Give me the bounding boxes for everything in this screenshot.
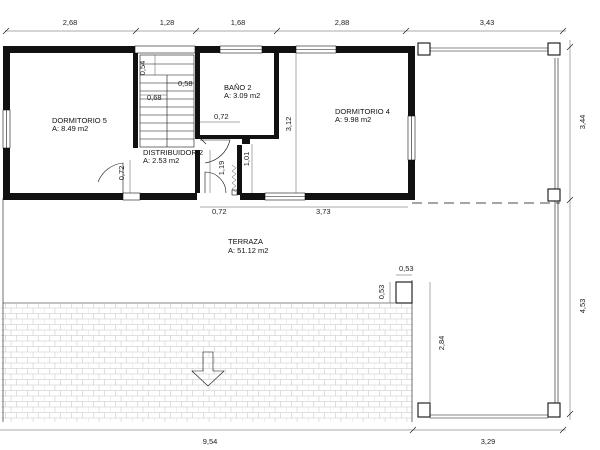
- dim-chimney-053-v: 0,53: [377, 285, 386, 300]
- dim-top-3: 1,68: [231, 18, 246, 27]
- room-distribuidor2-area: A: 2.53 m2: [143, 156, 179, 165]
- room-bano2-area: A: 3.09 m2: [224, 91, 260, 100]
- dim-stair-058: 0,58: [178, 79, 193, 88]
- dim-dist-119: 1,19: [217, 161, 226, 176]
- dim-bath-312: 3,12: [284, 117, 293, 132]
- room-dormitorio5-area: A: 8.49 m2: [52, 124, 88, 133]
- room-dormitorio5-name: DORMITORIO 5: [52, 116, 107, 125]
- terrace-columns: [417, 42, 561, 418]
- dim-bath-072: 0,72: [214, 112, 229, 121]
- dim-right-1: 3,44: [578, 115, 587, 130]
- dim-top-2: 1,28: [160, 18, 175, 27]
- room-terraza-area: A: 51.12 m2: [228, 246, 268, 255]
- dim-right-2: 4,53: [578, 299, 587, 314]
- doors: [97, 138, 238, 196]
- dim-top-5: 3,43: [480, 18, 495, 27]
- dim-stair-068: 0,68: [147, 93, 162, 102]
- chimney-shaft: [395, 281, 413, 304]
- room-dormitorio4-area: A: 9.98 m2: [335, 115, 371, 124]
- dim-bottom-2: 3,29: [481, 437, 496, 446]
- paved-area: [1, 304, 412, 422]
- room-bano2-name: BAÑO 2: [224, 83, 252, 92]
- terrace-outline: [2, 47, 560, 422]
- dim-stair-054: 0,54: [138, 61, 147, 76]
- interior-dimension-labels: 0,54 0,58 0,68 0,72 3,12 0,72 1,19 1,01 …: [117, 61, 446, 351]
- bottom-dimension-line: 9,54 3,29: [0, 426, 567, 446]
- top-dimension-line: 2,68 1,28 1,68 2,88 3,43: [2, 18, 567, 35]
- dim-bottom-373: 3,73: [316, 207, 331, 216]
- room-terraza-name: TERRAZA: [228, 237, 263, 246]
- room-distribuidor2-name: DISTRIBUIDOR 2: [143, 148, 203, 157]
- windows: [2, 45, 416, 201]
- dim-dist-072: 0,72: [117, 166, 126, 181]
- room-dormitorio4-name: DORMITORIO 4: [335, 107, 390, 116]
- slope-arrow-icon: [191, 351, 225, 387]
- dim-bottom-072: 0,72: [212, 207, 227, 216]
- right-dimension-line: 3,44 4,53: [566, 40, 587, 420]
- dim-bottom-1: 9,54: [203, 437, 218, 446]
- dim-top-4: 2,88: [335, 18, 350, 27]
- dim-dist-101: 1,01: [242, 152, 251, 167]
- room-labels: DORMITORIO 5 A: 8.49 m2 BAÑO 2 A: 3.09 m…: [52, 83, 390, 255]
- dim-top-1: 2,68: [63, 18, 78, 27]
- dim-terrace-284: 2,84: [437, 336, 446, 351]
- interior-dimension-lines: [129, 53, 431, 405]
- staircase: [139, 54, 195, 148]
- dim-chimney-053-h: 0,53: [399, 264, 414, 273]
